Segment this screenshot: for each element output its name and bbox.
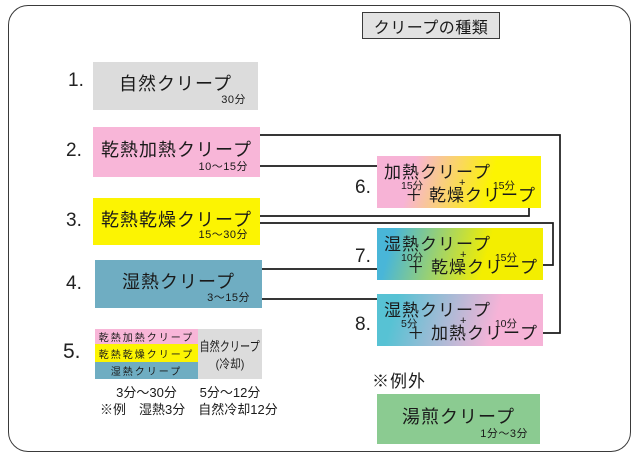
process-duration: 1分〜3分 [480, 428, 528, 440]
process-duration: 30分 [221, 94, 246, 106]
item-number-2: 2. [66, 140, 82, 161]
item-number-1: 1. [68, 70, 84, 91]
combo-main-duration: 5分 [401, 318, 418, 330]
combo-second-label: ＋ 乾燥クリープ [405, 186, 536, 205]
process-label: 湯煎クリープ [402, 407, 515, 427]
combo-second-duration: 15分 [494, 252, 517, 264]
item-number-4: 4. [66, 273, 82, 294]
stack-layer-wet-heat: 湿熱クリープ [95, 362, 198, 379]
process-label: 乾熱乾燥クリープ [101, 209, 252, 230]
process-box-wet-heat-creep: 湿熱クリープ 3〜15分 [95, 260, 262, 308]
combo-second-duration: 10分 [494, 318, 517, 330]
process-label: 乾熱加熱クリープ [101, 140, 252, 160]
process-box-dry-heated-creep: 乾熱加熱クリープ 10〜15分 [93, 127, 260, 177]
combo-second-label: ＋ 加熱クリープ [407, 324, 538, 343]
plus-sign: + [460, 315, 467, 327]
item-number-3: 3. [66, 210, 82, 231]
combo-second-label: ＋ 乾燥クリープ [407, 258, 538, 277]
item-number-5: 5. [63, 340, 81, 363]
stack-layer-dry-drying: 乾熱乾燥クリープ [95, 344, 198, 362]
exception-heading: ※例外 [372, 372, 426, 391]
combo-box-wet-plus-drying: 湿熱クリープ 10分 + 15分 ＋ 乾燥クリープ [377, 228, 543, 280]
combo-main-duration: 10分 [401, 252, 424, 264]
cooling-duration: 5分〜12分 [199, 385, 261, 400]
combo-second-duration: 15分 [492, 180, 515, 192]
combo-main-label: 加熱クリープ [384, 163, 491, 182]
cooling-box-natural-creep: 自然クリープ (冷却) [198, 329, 262, 379]
process-box-hot-water-creep: 湯煎クリープ 1分〜3分 [377, 394, 540, 444]
combo-box-heated-plus-drying: 加熱クリープ 15分 + 15分 ＋ 乾燥クリープ [377, 156, 541, 208]
process-duration: 10〜15分 [198, 161, 248, 173]
cooling-box-label: 自然クリープ [199, 339, 261, 354]
process-box-dry-drying-creep: 乾熱乾燥クリープ 15〜30分 [93, 198, 260, 245]
stack-duration: 3分〜30分 [116, 385, 177, 400]
cooling-box-sublabel: (冷却) [215, 357, 245, 371]
combo-main-duration: 15分 [401, 180, 424, 192]
process-duration: 15〜30分 [198, 229, 248, 241]
plus-sign: + [460, 249, 467, 261]
example-note: ※例 湿熱3分 自然冷却12分 [100, 402, 278, 417]
combo-box-wet-plus-heated: 湿熱クリープ 5分 + 10分 ＋ 加熱クリープ [377, 294, 543, 346]
item-number-6: 6. [355, 177, 371, 198]
process-duration: 3〜15分 [207, 292, 250, 304]
process-box-natural-creep: 自然クリープ 30分 [93, 62, 258, 110]
combo-main-label: 湿熱クリープ [384, 301, 491, 320]
diagram-title: クリープの種類 [362, 12, 500, 39]
item-number-7: 7. [355, 246, 371, 267]
combo-main-label: 湿熱クリープ [384, 235, 491, 254]
stack-layer-dry-heated: 乾熱加熱クリープ [95, 329, 198, 344]
process-label: 自然クリープ [119, 74, 232, 94]
process-label: 湿熱クリープ [122, 272, 235, 292]
item-number-8: 8. [355, 314, 371, 335]
plus-sign: + [459, 177, 466, 189]
